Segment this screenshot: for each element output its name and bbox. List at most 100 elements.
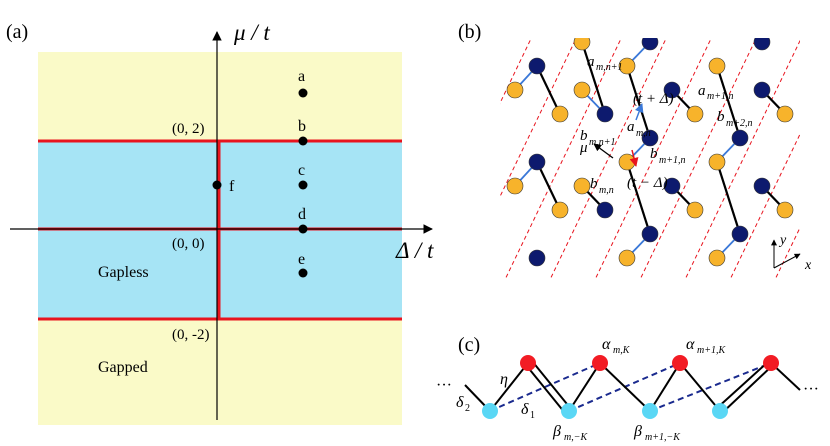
beta-m1-sub: m+1,−K bbox=[645, 432, 681, 443]
site-label-a-m-n: a m,n bbox=[627, 119, 651, 139]
a-site bbox=[506, 177, 524, 195]
beta-site-m bbox=[561, 403, 577, 419]
site-label-a-m-plus-1-n: a m+1,n bbox=[698, 83, 733, 102]
a-site bbox=[551, 105, 569, 123]
alpha-m1-symbol: α bbox=[686, 336, 695, 353]
a-site bbox=[776, 201, 794, 219]
b-site bbox=[596, 105, 614, 123]
delta1-label: δ 1 bbox=[521, 401, 535, 421]
point-c bbox=[298, 180, 308, 190]
panel-b-label: (b) bbox=[458, 21, 481, 43]
point-label-e: e bbox=[298, 251, 305, 268]
b-site bbox=[663, 177, 681, 195]
point-b bbox=[298, 136, 308, 146]
alpha-m-plus-1-k-label: α m+1,K bbox=[686, 336, 726, 356]
hop-label-plus: (t + Δ) bbox=[633, 91, 674, 107]
dimer-bond bbox=[715, 161, 742, 235]
site-label-b-m-n: b m,n bbox=[590, 176, 614, 196]
point-e bbox=[298, 268, 308, 278]
site-label-a-top-sub: m,n+1 bbox=[596, 62, 622, 73]
alpha-m1-sub: m+1,K bbox=[697, 345, 726, 356]
a-site bbox=[618, 249, 636, 267]
site-label-a-m-n-plus-1: a m,n+1 bbox=[587, 54, 622, 73]
delta2-sub: 2 bbox=[465, 403, 470, 414]
site-label-b-upper-sub: m,n+1 bbox=[589, 137, 615, 148]
mu-arrow bbox=[593, 143, 614, 159]
ellipsis-left: ··· bbox=[436, 377, 452, 394]
site-label-b-lower: b bbox=[590, 176, 598, 192]
a-site bbox=[551, 201, 569, 219]
beta-site-m-plus-1 bbox=[642, 403, 658, 419]
alpha-site-4 bbox=[763, 355, 779, 371]
a-site bbox=[618, 57, 636, 75]
gapped-region-bottom bbox=[38, 319, 402, 425]
point-d bbox=[298, 224, 308, 234]
delta2-label: δ 2 bbox=[456, 394, 470, 414]
site-label-b-m-plus-2-n: b m+2,n bbox=[717, 109, 752, 129]
alpha-site-m-plus-1 bbox=[672, 355, 688, 371]
a-site bbox=[708, 57, 726, 75]
ellipsis-right: ··· bbox=[803, 381, 819, 398]
a-site bbox=[506, 81, 524, 99]
tick-label-bottom: (0, -2) bbox=[172, 327, 210, 343]
region-label-gapped: Gapped bbox=[98, 359, 148, 376]
point-label-c: c bbox=[298, 162, 305, 179]
beta-site-4 bbox=[712, 403, 728, 419]
site-label-a-top: a bbox=[587, 54, 595, 70]
b-site bbox=[753, 38, 771, 51]
dimer-bond bbox=[715, 65, 742, 139]
site-label-b-lower-sub: m,n bbox=[599, 185, 614, 196]
b-site bbox=[641, 129, 659, 147]
mu-label: μ bbox=[579, 140, 588, 156]
x-axis-label: Δ / t bbox=[395, 238, 434, 263]
guide-line bbox=[640, 38, 757, 278]
alpha-site-m bbox=[592, 355, 608, 371]
dimer-bond bbox=[625, 65, 652, 139]
b-site bbox=[641, 38, 659, 51]
zigzag-chain bbox=[464, 360, 801, 414]
dashed-link-3 bbox=[649, 362, 772, 412]
guide-line bbox=[500, 38, 577, 198]
a-site bbox=[573, 81, 591, 99]
guide-line bbox=[730, 133, 800, 278]
b-site bbox=[731, 225, 749, 243]
site-label-a-right: a bbox=[698, 83, 706, 99]
dimer-bond bbox=[536, 161, 561, 211]
alpha-m-sub: m,K bbox=[613, 345, 631, 356]
alpha-m-k-label: α m,K bbox=[602, 336, 631, 356]
delta1-sub: 1 bbox=[530, 410, 535, 421]
site-label-a-center-sub: m,n bbox=[636, 128, 651, 139]
y-direction-label: y bbox=[778, 233, 787, 248]
beta-m-plus-1-minus-k-label: β m+1,−K bbox=[633, 423, 681, 443]
b-site bbox=[596, 201, 614, 219]
hop-arrow-minus bbox=[629, 149, 639, 167]
b-site bbox=[528, 249, 546, 267]
gapped-region-top bbox=[38, 52, 402, 141]
a-site bbox=[618, 153, 636, 171]
b-site bbox=[753, 81, 771, 99]
dimer-bond bbox=[536, 65, 561, 115]
panel-c-label: (c) bbox=[458, 334, 480, 356]
guide-line bbox=[505, 38, 622, 278]
guide-line bbox=[685, 39, 800, 278]
b-site bbox=[528, 57, 546, 75]
site-label-b-right: b bbox=[717, 109, 725, 125]
beta-m-minus-k-label: β m,−K bbox=[552, 423, 588, 443]
alpha-m-symbol: α bbox=[602, 336, 611, 353]
x-direction-label: x bbox=[804, 258, 812, 273]
hop-label-minus: (t − Δ) bbox=[627, 175, 668, 191]
a-site bbox=[686, 201, 704, 219]
x-direction-arrow bbox=[773, 253, 801, 269]
panel-a-label: (a) bbox=[6, 21, 28, 43]
site-label-a-right-sub: m+1,n bbox=[707, 91, 733, 102]
site-label-b-mid: b bbox=[650, 146, 658, 162]
site-label-b-upper: b bbox=[580, 128, 588, 144]
hop-arrow-plus bbox=[634, 103, 644, 121]
beta-site-1 bbox=[482, 403, 498, 419]
point-label-f: f bbox=[229, 178, 235, 195]
a-site bbox=[573, 177, 591, 195]
a-site bbox=[708, 249, 726, 267]
a-site bbox=[573, 38, 591, 51]
point-label-b: b bbox=[298, 118, 306, 135]
b-site bbox=[663, 81, 681, 99]
